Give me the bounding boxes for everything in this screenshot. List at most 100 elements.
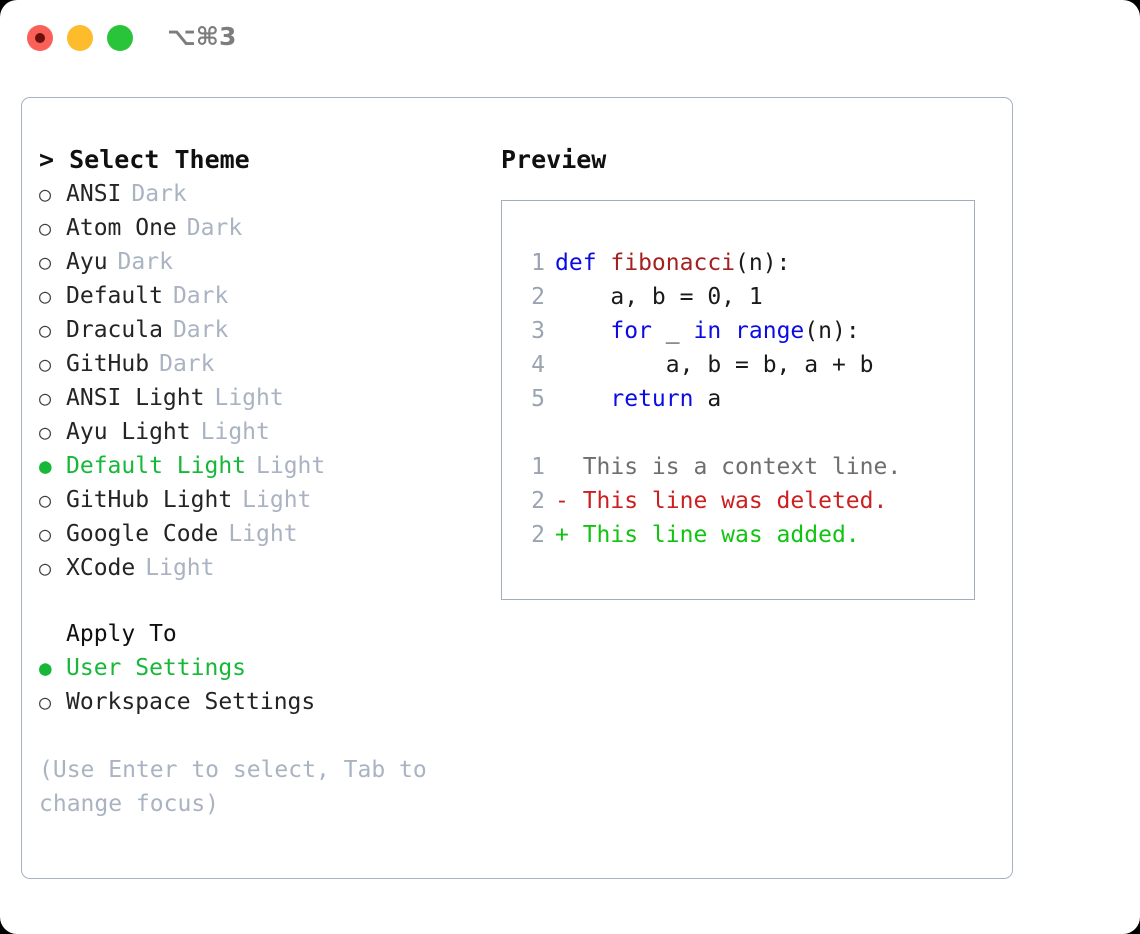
theme-option-label: ANSI — [66, 181, 122, 207]
code-token: _ — [651, 318, 694, 344]
theme-option-row[interactable]: ○ ANSI Light Light — [39, 381, 489, 415]
diff-line: 1 This is a context line. — [513, 450, 973, 484]
code-line-text: def fibonacci(n): — [555, 246, 790, 280]
title-bar: ⌥⌘3 — [0, 0, 1140, 80]
theme-option-label: Default — [66, 283, 163, 309]
diff-line-text: This is a context line. — [555, 454, 902, 480]
code-token: (n): — [804, 318, 860, 344]
code-token: range — [735, 318, 805, 344]
code-token — [555, 318, 610, 344]
code-token: a, b = b, a + b — [555, 352, 874, 378]
apply-to-option-row[interactable]: ○ Workspace Settings — [39, 685, 489, 719]
radio-unselected-icon[interactable]: ○ — [39, 522, 52, 546]
theme-option-label: Ayu Light — [66, 419, 191, 445]
code-line-number: 2 — [531, 284, 545, 310]
theme-option-tag: Dark — [159, 351, 215, 377]
theme-option-tag: Dark — [117, 249, 173, 275]
radio-unselected-icon[interactable]: ○ — [39, 250, 52, 274]
list-spacer — [39, 585, 489, 617]
keyboard-hint: (Use Enter to select, Tab to change focu… — [39, 757, 427, 817]
code-token: def — [555, 250, 611, 276]
maximize-icon[interactable] — [107, 25, 133, 51]
diff-line-number: 2 — [531, 488, 545, 514]
keyboard-shortcut-label: ⌥⌘3 — [167, 22, 237, 51]
diff-line: 2 + This line was added. — [513, 518, 973, 552]
radio-unselected-icon[interactable]: ○ — [39, 284, 52, 308]
theme-option-label: GitHub — [66, 351, 150, 377]
theme-option-tag: Light — [214, 385, 284, 411]
code-line: 3 for _ in range(n): — [513, 314, 973, 348]
code-token: for — [610, 318, 652, 344]
window-controls — [27, 25, 133, 51]
code-line: 5 return a — [513, 382, 973, 416]
code-token: a — [693, 386, 722, 412]
code-line-text: a, b = 0, 1 — [555, 280, 763, 314]
hint-spacer — [39, 719, 489, 753]
radio-unselected-icon[interactable]: ○ — [39, 488, 52, 512]
theme-option-tag: Light — [145, 555, 215, 581]
code-line-text: a, b = b, a + b — [555, 348, 874, 382]
radio-selected-icon[interactable]: ● — [39, 656, 52, 680]
diff-line-number: 2 — [531, 522, 545, 548]
code-line-number: 4 — [531, 352, 545, 378]
radio-unselected-icon[interactable]: ○ — [39, 386, 52, 410]
diff-line-text: + This line was added. — [555, 522, 860, 548]
select-theme-heading: > Select Theme — [39, 145, 250, 174]
theme-option-row[interactable]: ○ GitHub Light Light — [39, 483, 489, 517]
code-token: (n): — [735, 250, 791, 276]
theme-option-row[interactable]: ○ XCode Light — [39, 551, 489, 585]
code-token — [555, 386, 610, 412]
code-line: 2 a, b = 0, 1 — [513, 280, 973, 314]
radio-unselected-icon[interactable]: ○ — [39, 690, 52, 714]
theme-option-row[interactable]: ○ Ayu Dark — [39, 245, 489, 279]
theme-option-label: ANSI Light — [66, 385, 205, 411]
preview-title: Preview — [501, 145, 607, 174]
code-token: a, b = 0, 1 — [555, 284, 763, 310]
theme-option-row[interactable]: ○ Default Dark — [39, 279, 489, 313]
code-token: fibonacci — [610, 250, 736, 276]
theme-option-tag: Light — [228, 521, 298, 547]
radio-unselected-icon[interactable]: ○ — [39, 216, 52, 240]
code-token: return — [610, 386, 694, 412]
diff-line: 2- This line was deleted. — [513, 484, 973, 518]
theme-option-label: Google Code — [66, 521, 219, 547]
radio-selected-icon[interactable]: ● — [39, 454, 52, 478]
theme-option-label: GitHub Light — [66, 487, 233, 513]
theme-option-row[interactable]: ○ Google Code Light — [39, 517, 489, 551]
theme-option-label: XCode — [66, 555, 136, 581]
apply-to-option-row[interactable]: ●User Settings — [39, 651, 489, 685]
theme-option-tag: Dark — [172, 283, 229, 309]
minimize-icon[interactable] — [67, 25, 93, 51]
radio-unselected-icon[interactable]: ○ — [39, 182, 52, 206]
close-icon[interactable] — [27, 25, 53, 51]
radio-unselected-icon[interactable]: ○ — [39, 352, 52, 376]
radio-unselected-icon[interactable]: ○ — [39, 556, 52, 580]
code-line-text: for _ in range(n): — [555, 314, 860, 348]
code-token — [721, 318, 735, 344]
radio-unselected-icon[interactable]: ○ — [39, 318, 52, 342]
radio-unselected-icon[interactable]: ○ — [39, 420, 52, 444]
theme-option-row[interactable]: ○ GitHub Dark — [39, 347, 489, 381]
code-line: 4 a, b = b, a + b — [513, 348, 973, 382]
theme-option-row[interactable]: ○ ANSI Dark — [39, 177, 489, 211]
theme-option-tag: Light — [256, 453, 326, 479]
apply-to-option-label: Workspace Settings — [66, 689, 316, 715]
apply-to-heading: Apply To — [66, 621, 177, 647]
code-line-number: 5 — [531, 386, 545, 412]
theme-option-tag: Dark — [131, 181, 187, 207]
apply-to-list: ●User Settings ○ Workspace Settings — [39, 651, 489, 719]
code-line-text: return a — [555, 382, 721, 416]
theme-option-tag: Light — [242, 487, 312, 513]
code-token: in — [693, 318, 722, 344]
theme-option-label: Ayu — [66, 249, 108, 275]
